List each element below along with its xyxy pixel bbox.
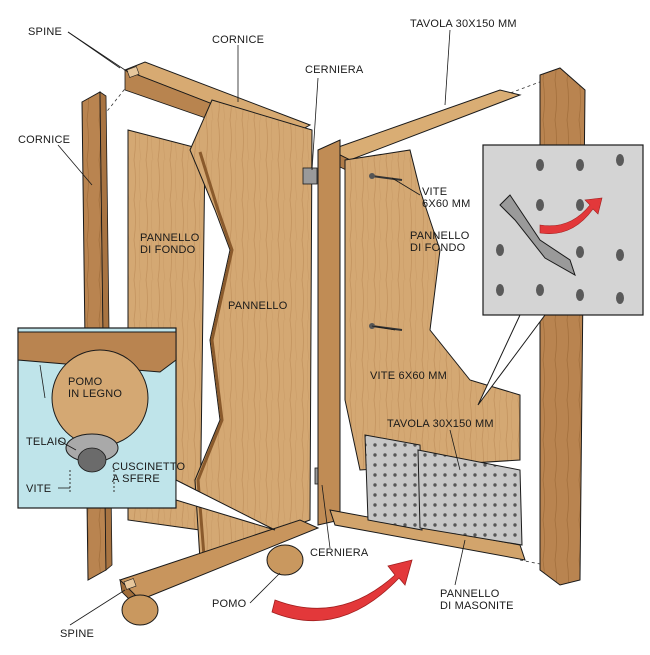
hinge-top <box>302 167 318 185</box>
screw-top <box>371 175 403 181</box>
label-vite-inset: VITE <box>26 483 52 495</box>
wheel-right <box>266 544 304 576</box>
label-vite-mid: VITE 6X60 MM <box>370 370 447 382</box>
label-spine-top: SPINE <box>28 26 63 38</box>
knob-inset <box>17 327 276 531</box>
label-pannello: PANNELLO <box>228 300 288 312</box>
label-cornice-top: CORNICE <box>212 34 265 46</box>
label-spine-bottom: SPINE <box>60 628 95 640</box>
label-cornice-left: CORNICE <box>18 134 71 146</box>
right-back-panel <box>344 149 521 471</box>
left-front-panel <box>189 99 313 561</box>
rotation-arrow-icon <box>271 559 413 622</box>
label-tavola-top: TAVOLA 30X150 MM <box>410 18 517 30</box>
label-pomo: POMO <box>212 598 247 610</box>
wheel-left <box>121 594 159 626</box>
label-cerniera-bottom: CERNIERA <box>310 547 369 559</box>
label-telaio: TELAIO <box>26 436 67 448</box>
cabinet-frame <box>317 139 341 526</box>
masonite-panel-back <box>364 434 423 531</box>
pegboard-inset <box>477 144 644 406</box>
hook-arrow-icon <box>539 197 603 234</box>
label-cerniera-top: CERNIERA <box>305 64 364 76</box>
label-tavola-mid: TAVOLA 30X150 MM <box>387 418 494 430</box>
leader-lines <box>39 29 466 626</box>
masonite-panel-front <box>417 449 523 546</box>
hook-icon <box>499 194 576 277</box>
